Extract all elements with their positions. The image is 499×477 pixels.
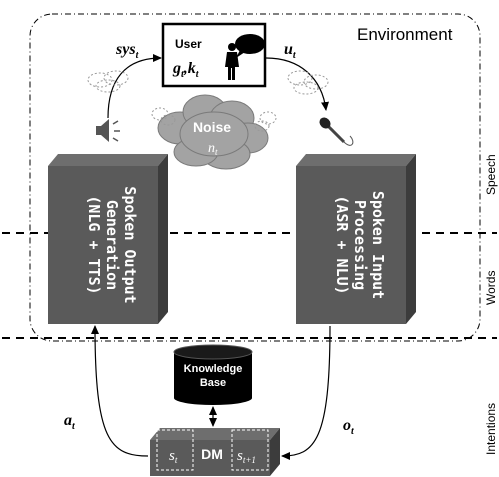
dm-state-current [156, 429, 194, 471]
layer-label-speech: Speech [484, 154, 498, 195]
dm-state-s: st [169, 448, 178, 465]
signal-sys-label: syst [115, 41, 140, 61]
environment-label: Environment [357, 25, 453, 44]
output-module-line1: Spoken Output [121, 186, 139, 303]
noise-symbol: nt [208, 141, 218, 157]
knowledge-base: Knowledge Base [173, 344, 253, 405]
noise-cloud: Noise nt [157, 94, 269, 170]
environment-boundary [29, 13, 481, 342]
small-noise-cloud-right [287, 70, 329, 95]
dialogue-manager: DM st st+1 [150, 428, 280, 476]
noise-puff-right [254, 111, 277, 132]
input-processing-module: Spoken Input Processing (ASR + NLU) [296, 154, 416, 324]
signal-u-label: ut [284, 41, 297, 61]
noise-puff-left [151, 107, 176, 126]
dm-label: DM [201, 446, 223, 462]
dm-state-next-label: st+1 [237, 448, 256, 465]
person-icon [225, 43, 239, 80]
speaker-icon [96, 119, 120, 142]
output-generation-module: Spoken Output Generation (NLG + TTS) [48, 154, 168, 324]
signal-o-label: ot [343, 417, 355, 437]
arrow-user-to-input [265, 57, 329, 111]
dm-state-next [231, 429, 269, 471]
input-module-line3: (ASR + NLU) [333, 195, 351, 294]
output-module-line2: Generation [103, 200, 121, 290]
arrow-input-to-dm [281, 325, 331, 460]
arrow-dm-to-output [91, 325, 149, 457]
layer-label-intentions: Intentions [484, 403, 498, 455]
knowledge-base-line2: Base [200, 377, 226, 389]
speech-bubble-icon [235, 34, 265, 58]
user-title: User [175, 37, 202, 51]
user-box: User gt,kt [161, 22, 267, 88]
small-noise-cloud-left [87, 70, 129, 93]
input-module-line2: Processing [351, 200, 369, 290]
knowledge-base-line1: Knowledge [184, 363, 243, 375]
user-state: gt,kt [172, 60, 200, 80]
arrow-sys-to-user [107, 54, 162, 119]
signal-a-label: at [64, 412, 76, 432]
microphone-icon [319, 117, 354, 146]
output-module-line3: (NLG + TTS) [85, 195, 103, 294]
input-module-line1: Spoken Input [369, 191, 387, 299]
noise-title: Noise [193, 119, 231, 135]
layer-label-words: Words [484, 271, 498, 305]
